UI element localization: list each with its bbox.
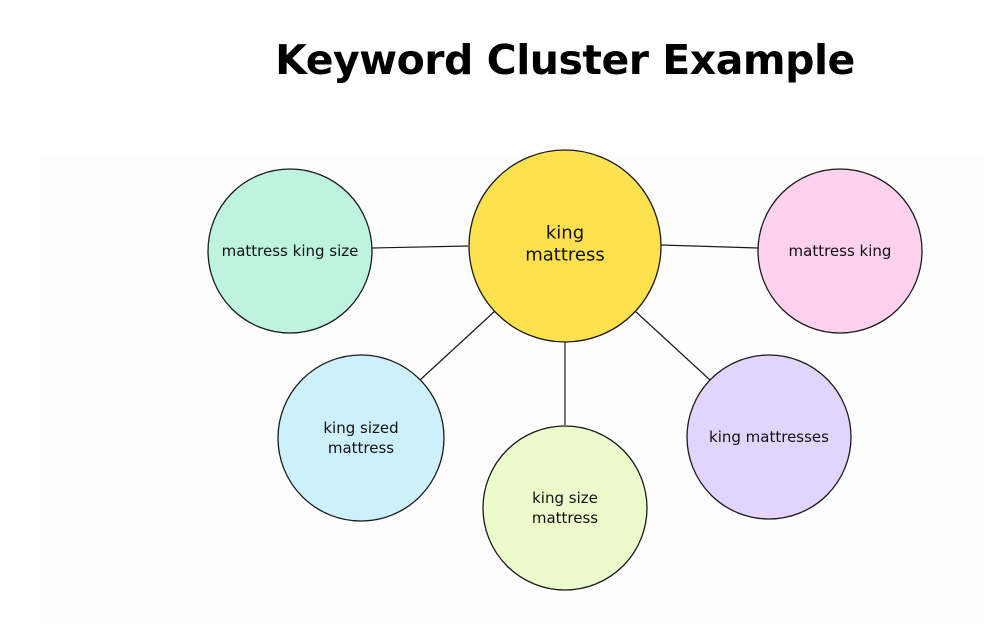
node-king-mattresses-circle	[686, 354, 852, 520]
center-node-label-line-1: king	[546, 223, 584, 244]
page-title: Keyword Cluster Example	[275, 36, 855, 84]
node-king-size-mattress-label-line-1: king size	[532, 489, 598, 507]
node-mattress-king-size: mattress king size	[207, 168, 373, 334]
connector-mattress-king-size	[371, 245, 469, 249]
connector-king-sized-mattress	[419, 310, 496, 381]
center-node-label-line-2: mattress	[525, 245, 605, 266]
connector-king-mattresses	[634, 310, 711, 381]
node-king-mattresses: king mattresses	[686, 354, 852, 520]
node-mattress-king-size-circle	[207, 168, 373, 334]
center-node-circle	[468, 149, 662, 343]
node-king-size-mattress-label-line-2: mattress	[532, 509, 598, 527]
node-mattress-king: mattress king	[757, 168, 923, 334]
node-mattress-king-circle	[757, 168, 923, 334]
node-king-sized-mattress-label-line-2: mattress	[328, 439, 394, 457]
node-king-sized-mattress: king sized mattress	[277, 354, 445, 522]
node-mattress-king-label-line-1: mattress king	[789, 242, 892, 260]
node-mattress-king-size-label-line-1: mattress king size	[222, 242, 359, 260]
connector-lines	[371, 244, 759, 425]
node-king-sized-mattress-circle	[277, 354, 445, 522]
node-king-size-mattress-circle	[482, 425, 648, 591]
node-king-mattresses-label-line-1: king mattresses	[709, 428, 829, 446]
node-king-sized-mattress-label-line-1: king sized	[323, 419, 398, 437]
node-king-size-mattress: king size mattress	[482, 425, 648, 591]
connector-mattress-king	[660, 244, 759, 249]
